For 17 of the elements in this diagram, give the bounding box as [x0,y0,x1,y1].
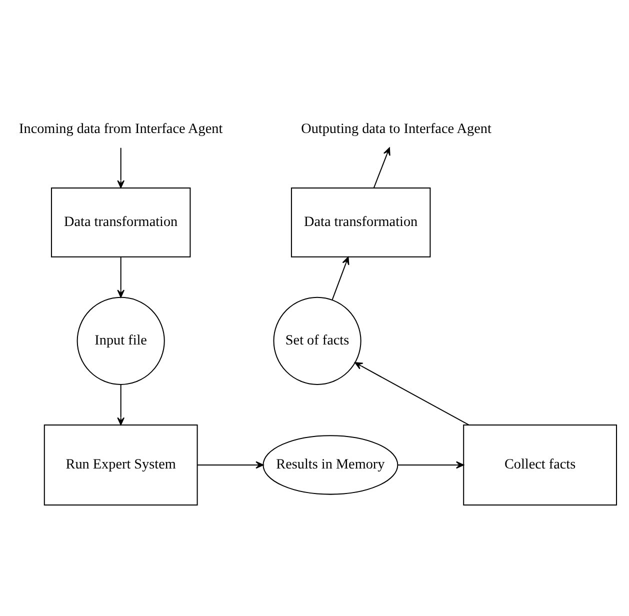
node-box: Run Expert System [44,424,198,506]
node-text: Incoming data from Interface Agent [19,121,223,138]
arrow [398,461,464,469]
node-box: Collect facts [463,424,618,506]
arrow [117,384,125,426]
node-text: Outputing data to Interface Agent [301,121,492,138]
node-ellipse: Results in Memory [262,435,398,495]
arrow [117,148,125,188]
arrow [117,257,125,298]
node-box: Data transformation [50,188,191,258]
arrow [332,256,350,300]
arrow [197,461,264,469]
node-box: Data transformation [290,188,431,258]
arrow [354,362,469,426]
node-circle: Set of facts [273,296,362,385]
node-circle: Input file [76,296,165,385]
arrow [373,147,390,188]
